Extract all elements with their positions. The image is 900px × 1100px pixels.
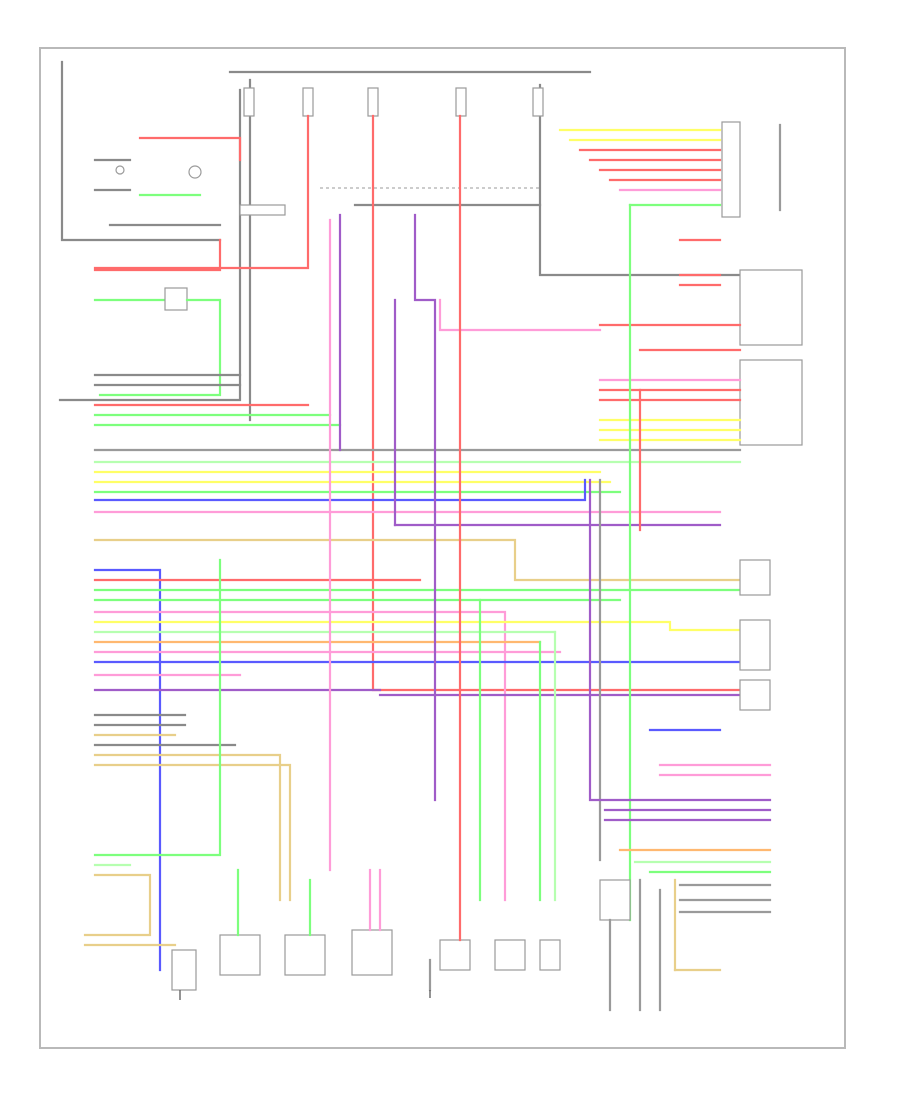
main-horizontal-bus (93, 373, 742, 582)
right-lower-components (648, 559, 772, 972)
fused-power-wires (93, 114, 752, 692)
diagram-border (39, 47, 846, 1049)
ecu-connector-top (721, 121, 741, 218)
ignition-switch-area (93, 158, 286, 397)
bottom-components (171, 203, 662, 1012)
mid-bus (93, 568, 742, 972)
ecu-connector-bus (558, 121, 782, 287)
power-supply-lines (58, 60, 742, 422)
fuse-symbols (243, 87, 544, 117)
lower-left-bus (83, 558, 292, 947)
vertical-drops (328, 203, 772, 922)
sensor-block-right (598, 269, 803, 446)
